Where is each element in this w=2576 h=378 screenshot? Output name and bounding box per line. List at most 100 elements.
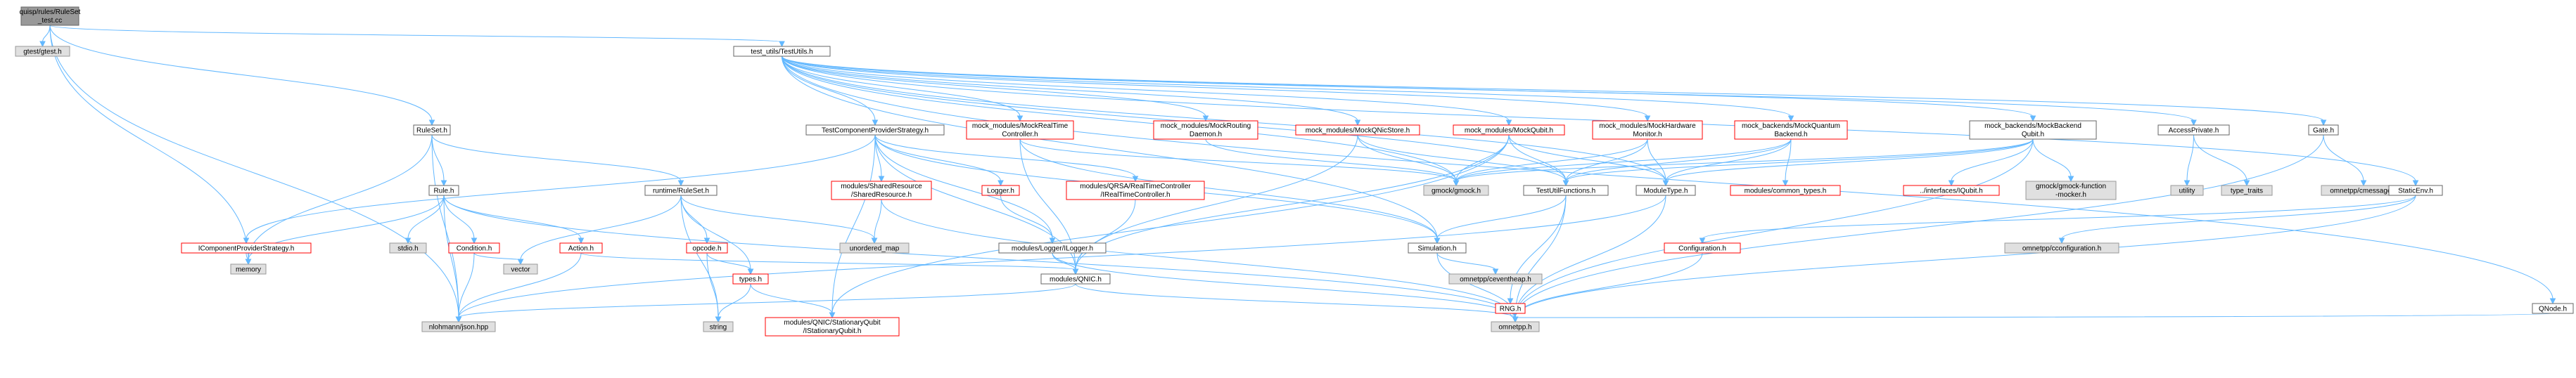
node-label-unordered_map-0: unordered_map: [850, 245, 900, 253]
edge-staticenv-to-omnetpp: [1515, 195, 2416, 318]
edge-ruleset_h-to-rt_ruleset: [431, 134, 682, 182]
edge-ilogger-to-omnetpp: [1052, 252, 1516, 318]
edge-root-to-memory: [49, 25, 249, 261]
arrowhead-sharedres-to-unordered_map: [871, 237, 878, 245]
node-box-mockbqubit: [1969, 120, 2097, 140]
edge-root-to-ruleset_h: [49, 25, 433, 122]
node-staticenv[interactable]: StaticEnv.h: [2388, 185, 2443, 196]
node-moduletype[interactable]: ModuleType.h: [1635, 185, 1696, 196]
node-opcode: opcode.h: [686, 242, 728, 254]
edge-mockbqubit-to-omnetpp: [1515, 138, 2034, 318]
node-box-unordered_map: [839, 242, 910, 254]
node-label-type_traits-0: type_traits: [2231, 188, 2263, 195]
node-mockqnicstore: mock_modules/MockQNicStore.h: [1295, 124, 1420, 136]
node-simulation[interactable]: Simulation.h: [1408, 242, 1467, 254]
nodes-layer: quisp/rules/RuleSet_test.ccgtest/gtest.h…: [15, 6, 2574, 337]
edge-testutils-to-testutilfn: [782, 56, 1567, 182]
node-label-mockqbackend-1: Backend.h: [1774, 131, 1807, 138]
arrowhead-tcps-to-logger: [997, 180, 1004, 187]
node-box-iqubit: [1903, 185, 2000, 196]
edge-mockrt-to-simulation: [1019, 138, 1438, 240]
node-label-testutilfn-0: TestUtilFunctions.h: [1536, 188, 1595, 195]
node-testutilfn[interactable]: TestUtilFunctions.h: [1523, 185, 1609, 196]
arrowhead-testutils-to-qnode: [2549, 298, 2556, 305]
node-label-memory-0: memory: [236, 266, 261, 274]
node-box-gmockfn: [2025, 181, 2117, 200]
arrowhead-testutils-to-mockhwmon: [1644, 115, 1651, 122]
arrowhead-ilogger-to-qnic: [1072, 268, 1079, 275]
edge-qnic-to-json: [458, 283, 1076, 318]
arrowhead-testutils-to-mockqubit: [1505, 119, 1512, 126]
edge-mockqubit-to-gmock: [1455, 134, 1510, 182]
node-box-tcps: [805, 124, 945, 136]
arrowhead-testutils-to-accessprivate: [2191, 119, 2197, 126]
edge-rule_h-to-condition: [443, 195, 475, 240]
node-label-vector-0: vector: [511, 266, 530, 274]
arrowhead-opcode-to-types: [747, 268, 754, 275]
node-qnode[interactable]: QNode.h: [2532, 303, 2574, 314]
node-label-string-0: string: [710, 324, 727, 332]
node-testutils[interactable]: test_utils/TestUtils.h: [733, 46, 831, 57]
edge-mockrt-to-gmock: [1019, 138, 1457, 182]
node-gate[interactable]: Gate.h: [2308, 124, 2339, 136]
node-box-mockqnicstore: [1295, 124, 1420, 136]
node-accessprivate[interactable]: AccessPrivate.h: [2157, 124, 2230, 136]
edge-testutils-to-gate: [782, 56, 2324, 122]
node-label-gmockfn-0: gmock/gmock-function: [2036, 183, 2106, 190]
node-qnic[interactable]: modules/QNIC.h: [1040, 273, 1111, 285]
node-label-rule_h-0: Rule.h: [434, 188, 454, 195]
edge-types-to-stationary: [750, 283, 833, 314]
edge-rt_ruleset-to-unordered_map: [680, 195, 875, 240]
edge-opcode-to-string: [706, 252, 719, 318]
node-box-rt_ruleset: [644, 185, 718, 196]
arrowhead-mockbqubit-to-testutilfn: [1562, 180, 1569, 187]
edge-moduletype-to-omnetpp: [1515, 195, 1666, 318]
node-box-icps: [181, 242, 312, 254]
node-unordered_map: unordered_map: [839, 242, 910, 254]
node-tcps[interactable]: TestComponentProviderStrategy.h: [805, 124, 945, 136]
node-box-memory: [230, 263, 267, 275]
node-string: string: [703, 321, 734, 332]
arrowhead-mockbqubit-to-moduletype: [1662, 180, 1669, 187]
edge-testutils-to-tcps: [782, 56, 876, 122]
node-label-ilogger-0: modules/Logger/ILogger.h: [1012, 245, 1093, 253]
node-iqubit: ../interfaces/IQubit.h: [1903, 185, 2000, 196]
node-root[interactable]: quisp/rules/RuleSet_test.cc: [20, 6, 81, 26]
node-rt_ruleset[interactable]: runtime/RuleSet.h: [644, 185, 718, 196]
node-label-tcps-0: TestComponentProviderStrategy.h: [822, 127, 929, 135]
edge-mockqnicstore-to-testutilfn: [1357, 134, 1567, 182]
edge-logger-to-ilogger: [1000, 195, 1053, 240]
arrowhead-mockbqubit-to-gmock: [1453, 180, 1460, 187]
node-type_traits: type_traits: [2221, 185, 2273, 196]
arrowhead-rule_h-to-stdio: [404, 237, 412, 245]
node-rule_h[interactable]: Rule.h: [428, 185, 459, 196]
node-label-condition-0: Condition.h: [457, 245, 492, 253]
node-label-omnetpp-0: omnetpp.h: [1498, 324, 1531, 332]
edge-mockhwmon-to-moduletype: [1647, 138, 1666, 182]
node-label-action-0: Action.h: [568, 245, 594, 253]
arrowhead-tcps-to-icps: [243, 237, 250, 245]
node-box-condition: [448, 242, 500, 254]
edge-mockbqubit-to-gmock: [1455, 138, 2034, 182]
edge-testutils-to-mockrouting: [782, 56, 1206, 117]
node-ilogger[interactable]: modules/Logger/ILogger.h: [998, 242, 1107, 254]
node-cmessage: omnetpp/cmessage.h: [2321, 185, 2406, 196]
edge-ruleset_h-to-memory: [248, 134, 433, 261]
node-vector: vector: [503, 263, 538, 275]
edge-testutils-to-simulation: [782, 56, 1438, 240]
node-stationary: modules/QNIC/StationaryQubit/IStationary…: [765, 317, 900, 337]
arrowhead-accessprivate-to-type_traits: [2243, 180, 2250, 187]
edge-root-to-gtest: [42, 25, 51, 43]
node-label-logger-0: Logger.h: [987, 188, 1014, 195]
node-box-accessprivate: [2157, 124, 2230, 136]
edge-rt_ruleset-to-types: [680, 195, 751, 271]
edge-rt_ruleset-to-opcode: [680, 195, 708, 240]
node-action: Action.h: [559, 242, 603, 254]
arrowhead-types-to-stationary: [829, 312, 836, 319]
node-label-mockrouting-0: mock_modules/MockRouting: [1161, 122, 1251, 130]
node-ruleset_h[interactable]: RuleSet.h: [413, 124, 451, 136]
node-ceventheap: omnetpp/ceventheap.h: [1448, 273, 1543, 285]
